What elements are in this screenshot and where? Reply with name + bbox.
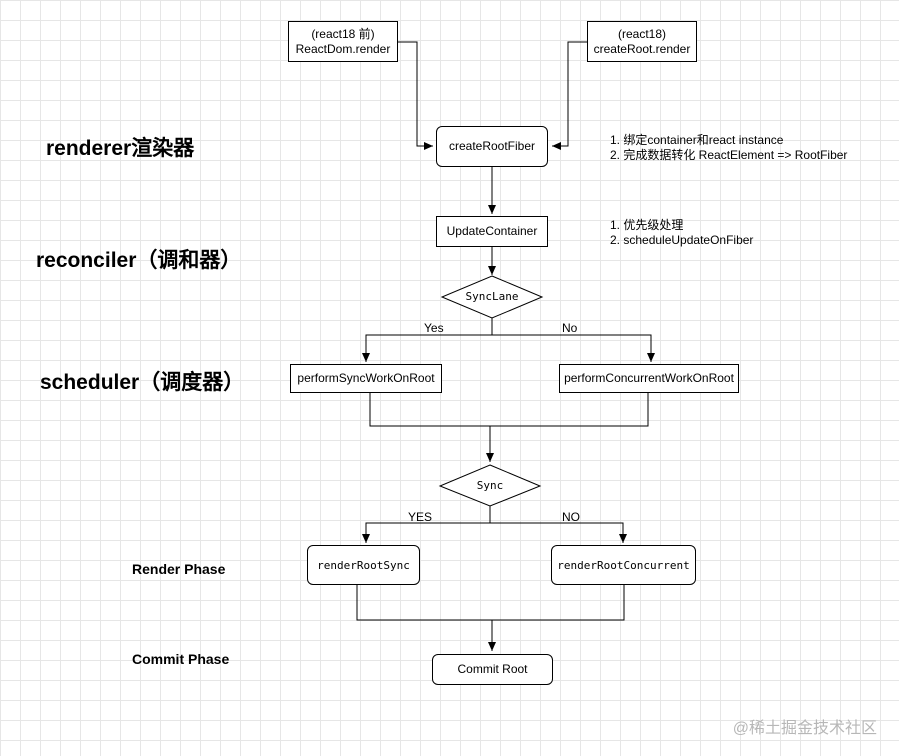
update-container-note-line-2: 2. scheduleUpdateOnFiber — [610, 233, 754, 247]
sync-diamond — [438, 464, 542, 507]
react18-entry-node: (react18) createRoot.render — [587, 21, 697, 62]
react-legacy-version: (react18 前) — [311, 26, 375, 41]
create-root-fiber-node: createRootFiber — [436, 126, 548, 167]
perform-concurrent-label: performConcurrentWorkOnRoot — [564, 371, 734, 385]
update-container-note-line-1: 1. 优先级处理 — [610, 218, 684, 232]
layer-renderer: renderer渲染器 — [46, 137, 195, 160]
render-root-concurrent-label: renderRootConcurrent — [557, 558, 690, 572]
edge-react18-to-createrootfiber — [552, 41, 588, 150]
layer-render-phase: Render Phase — [132, 561, 226, 577]
edge-sync-no — [490, 522, 627, 543]
update-container-note: 1. 优先级处理 2. scheduleUpdateOnFiber — [610, 218, 753, 248]
sync-label: Sync — [476, 479, 504, 492]
watermark: @稀土掘金技术社区 — [732, 720, 877, 737]
edge-renderroot-merge — [356, 585, 625, 651]
react-legacy-api: ReactDom.render — [295, 41, 391, 56]
create-root-fiber-note-line-1: 1. 绑定container和react instance — [610, 133, 784, 147]
synclane-label: SyncLane — [465, 290, 519, 303]
synclane-diamond — [440, 275, 544, 319]
sync-no-label: NO — [562, 510, 580, 524]
update-container-label: UpdateContainer — [446, 224, 538, 238]
create-root-fiber-label: createRootFiber — [448, 139, 536, 153]
perform-sync-work-on-root-node: performSyncWorkOnRoot — [290, 364, 442, 393]
commit-root-node: Commit Root — [432, 654, 553, 685]
react18-version: (react18) — [617, 26, 667, 41]
create-root-fiber-note-line-2: 2. 完成数据转化 ReactElement => RootFiber — [610, 148, 848, 162]
edge-sync-yes — [362, 506, 491, 543]
layer-scheduler: scheduler（调度器） — [40, 371, 245, 394]
render-root-concurrent-node: renderRootConcurrent — [551, 545, 696, 585]
edge-synclane-no — [492, 334, 655, 362]
edge-synclane-yes — [362, 318, 493, 362]
react18-api: createRoot.render — [593, 41, 691, 56]
react-legacy-entry-node: (react18 前) ReactDom.render — [288, 21, 398, 62]
layer-commit-phase: Commit Phase — [132, 651, 230, 667]
render-root-sync-label: renderRootSync — [317, 558, 410, 572]
perform-sync-label: performSyncWorkOnRoot — [297, 371, 435, 385]
update-container-node: UpdateContainer — [436, 216, 548, 247]
synclane-no-label: No — [562, 321, 578, 335]
edge-legacy-to-createrootfiber — [397, 41, 433, 150]
synclane-yes-label: Yes — [424, 321, 444, 335]
sync-yes-label: YES — [408, 510, 433, 524]
perform-concurrent-work-on-root-node: performConcurrentWorkOnRoot — [559, 364, 739, 393]
render-root-sync-node: renderRootSync — [307, 545, 420, 585]
commit-root-label: Commit Root — [457, 662, 528, 676]
edge-perform-merge — [369, 393, 649, 462]
layer-reconciler: reconciler（调和器） — [36, 249, 242, 272]
create-root-fiber-note: 1. 绑定container和react instance 2. 完成数据转化 … — [610, 133, 847, 163]
